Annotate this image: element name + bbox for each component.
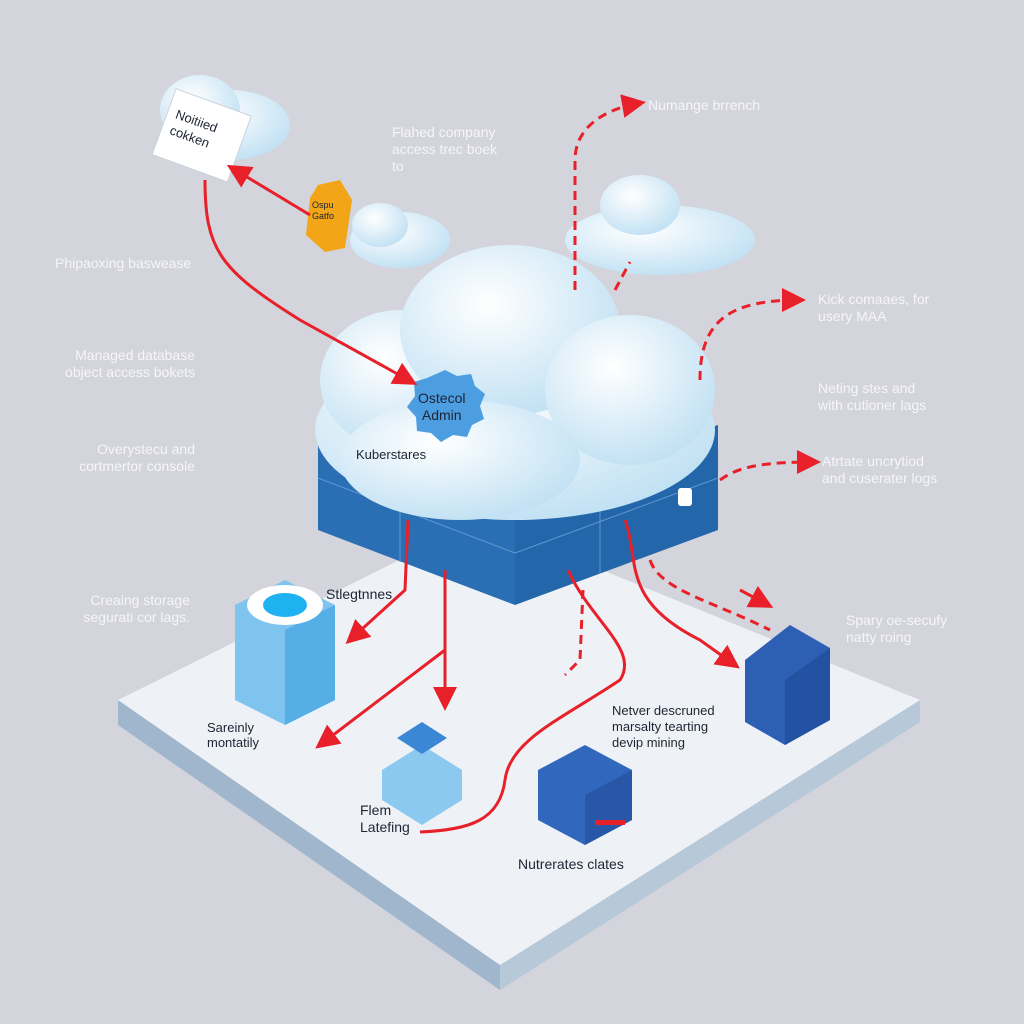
lock-icon [678, 488, 692, 506]
rack-node [745, 625, 830, 745]
storage-node-label: Stlegtnnes [326, 586, 393, 602]
token-card [151, 88, 252, 183]
server-node-label: Nutrerates clates [518, 856, 624, 872]
label-right-2: Neting stes and with cutioner lags [818, 380, 927, 413]
db-node-label: Sareinly montatily [207, 720, 260, 750]
label-left-2: Managed database object access bokets [65, 347, 195, 380]
label-right-1: Kick comaaes, for usery MAA [818, 291, 930, 324]
label-left-1: Phipaoxing baswease [55, 255, 192, 271]
chip-node-label: Flem Latefing [360, 802, 410, 835]
cloud-badge [350, 203, 450, 268]
network-note-label: Netver descruned marsalty tearting devip… [612, 703, 715, 750]
label-right-3: Atrtate uncrytiod and cuserater logs [822, 453, 938, 486]
label-left-3: Overystecu and cortmertor console [79, 441, 195, 474]
cluster-label: Kuberstares [356, 447, 427, 462]
server-node [538, 745, 632, 845]
main-cloud [315, 245, 715, 520]
storage-node [235, 580, 335, 725]
badge-label: Ospu Gatfo [312, 200, 335, 221]
label-top-right: Numange brrench [648, 97, 761, 113]
label-left-4: Creaing storage segurati cor lags. [83, 592, 190, 625]
connection-arrows [203, 94, 821, 834]
chip-node [382, 722, 462, 825]
cloud-right [565, 175, 755, 275]
badge [306, 180, 352, 252]
label-top-center: Flahed company access trec boek to [392, 124, 498, 174]
label-right-4: Spary oe-secufy natty roing [846, 612, 948, 645]
admin-node-label: Ostecol Admin [418, 390, 466, 423]
admin-node [407, 370, 485, 442]
